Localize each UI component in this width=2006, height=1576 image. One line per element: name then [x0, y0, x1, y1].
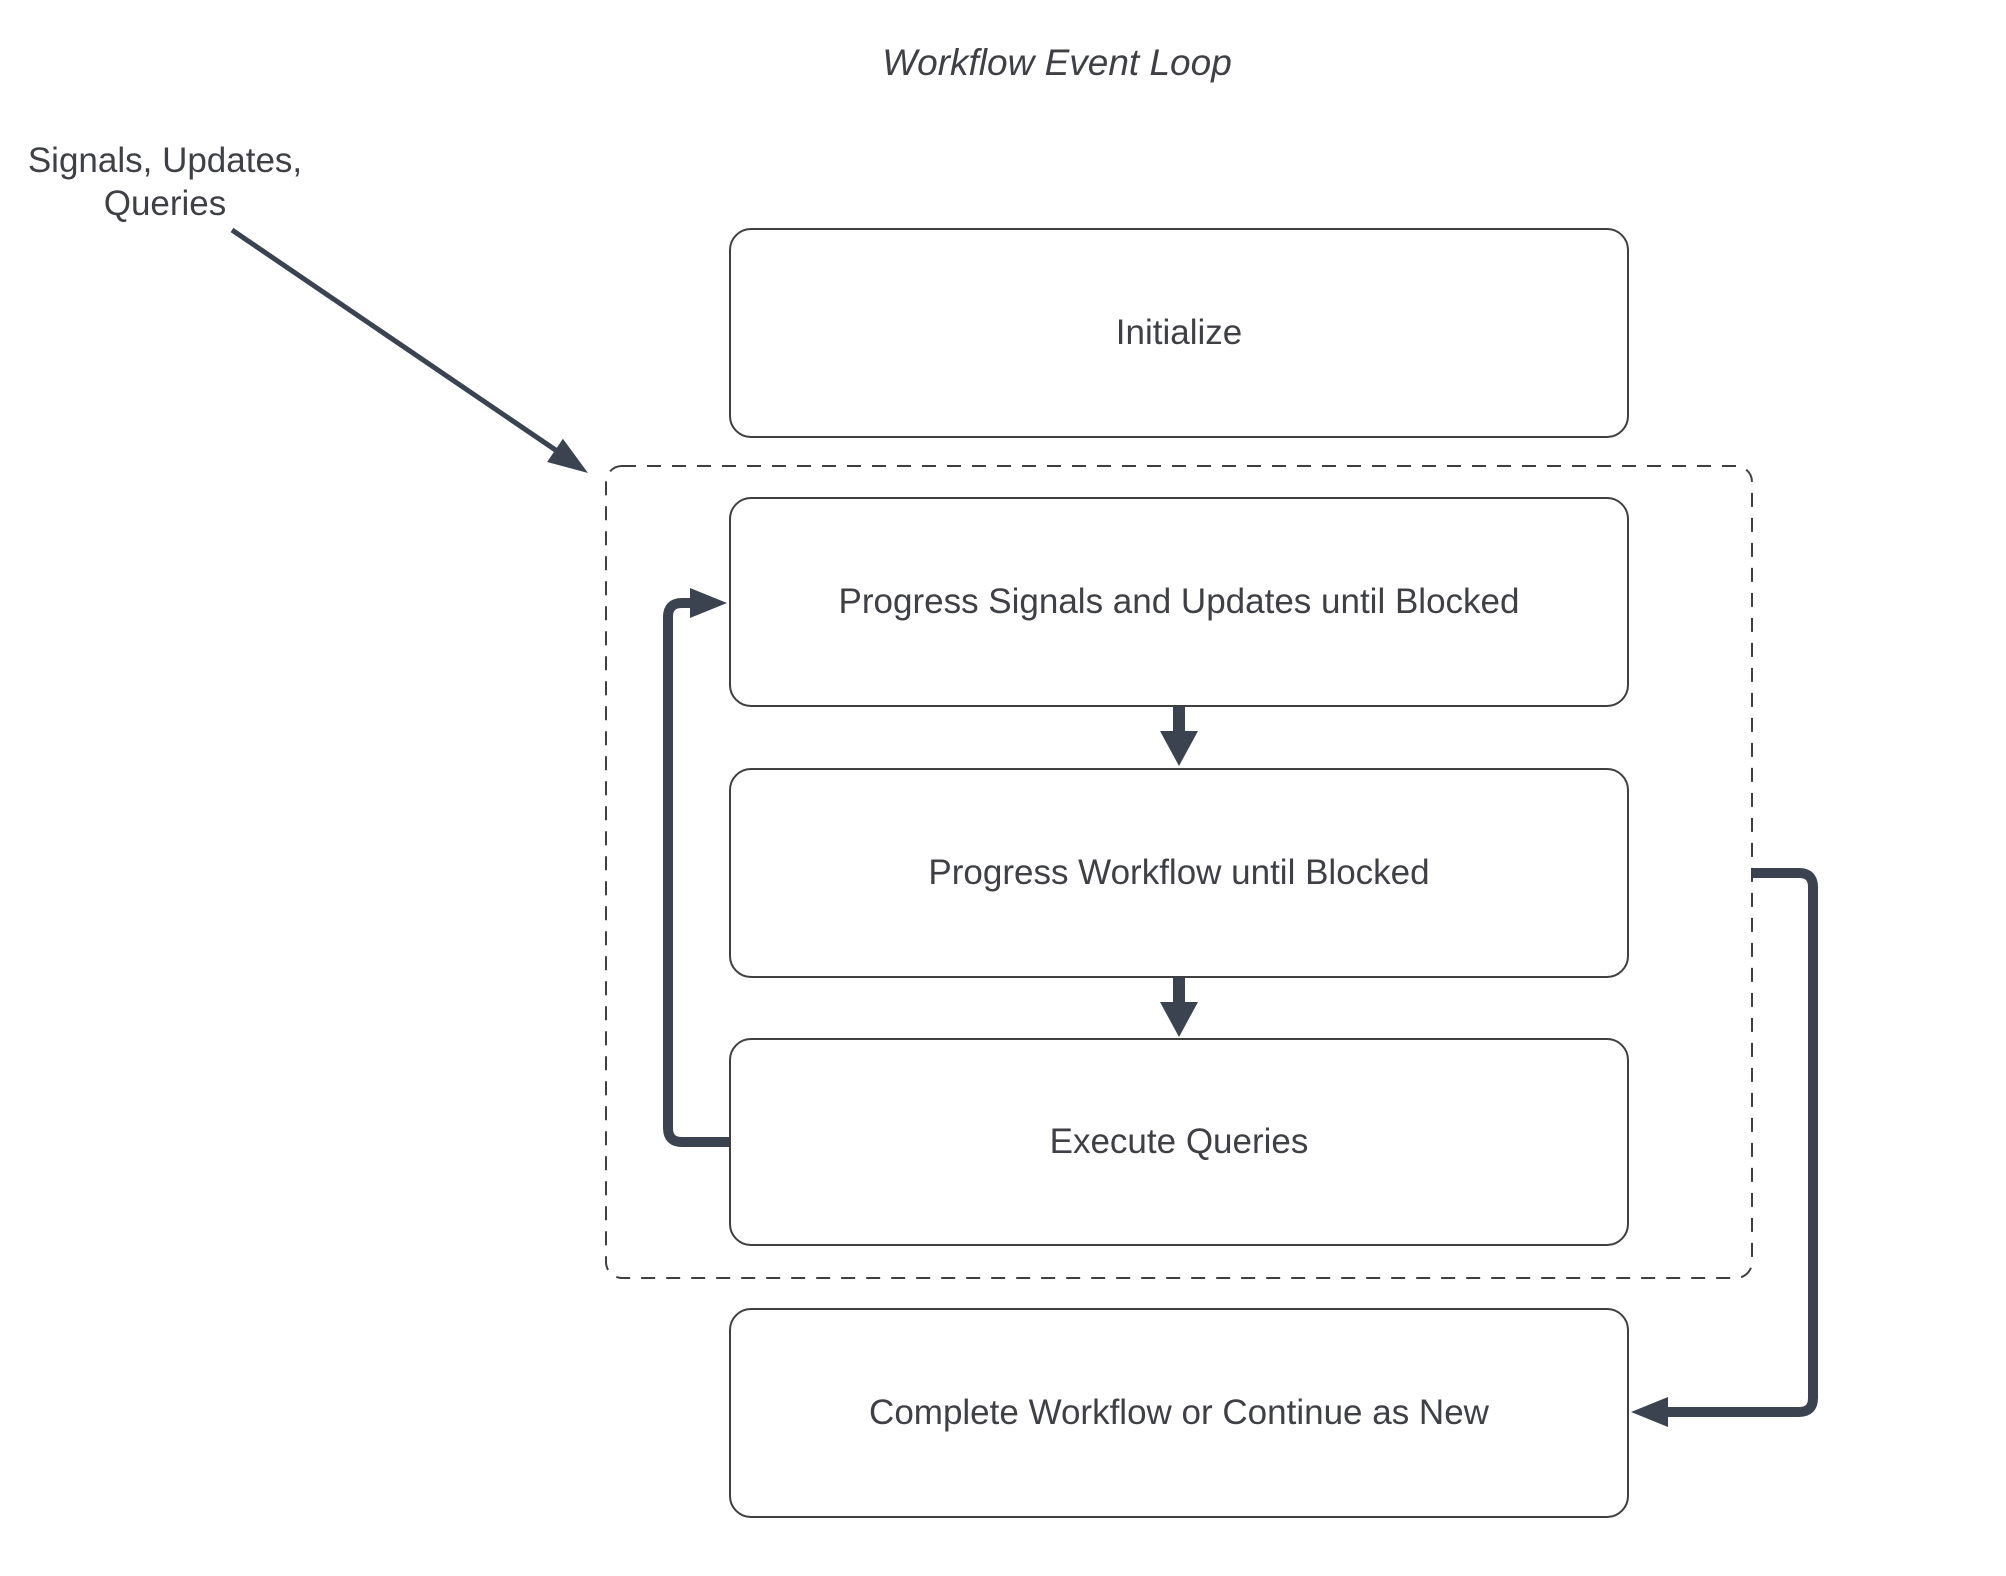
- node-progress-workflow: Progress Workflow until Blocked: [729, 768, 1629, 978]
- external-inputs-arrow: [230, 227, 588, 473]
- event-loop-dashed-container: [605, 465, 1753, 1279]
- node-execute-queries: Execute Queries: [729, 1038, 1629, 1246]
- node-progress-workflow-label: Progress Workflow until Blocked: [928, 853, 1430, 893]
- external-inputs-line2: Queries: [103, 184, 227, 223]
- node-progress-signals-label: Progress Signals and Updates until Block…: [838, 582, 1520, 622]
- arrow-signals-to-workflow: [1160, 706, 1198, 766]
- continue-arrow: [1631, 868, 1818, 1427]
- external-inputs-line1: Signals, Updates,: [27, 141, 303, 180]
- external-inputs-label: Signals, Updates, Queries: [15, 139, 315, 225]
- arrow-workflow-to-queries: [1160, 977, 1198, 1037]
- diagram-title: Workflow Event Loop: [882, 42, 1232, 83]
- node-execute-queries-label: Execute Queries: [1049, 1122, 1309, 1162]
- node-complete-workflow: Complete Workflow or Continue as New: [729, 1308, 1629, 1518]
- loop-back-arrow: [663, 588, 729, 1147]
- node-initialize-label: Initialize: [1115, 313, 1243, 353]
- node-complete-workflow-label: Complete Workflow or Continue as New: [869, 1393, 1489, 1433]
- node-progress-signals-updates: Progress Signals and Updates until Block…: [729, 497, 1629, 707]
- node-initialize: Initialize: [729, 228, 1629, 438]
